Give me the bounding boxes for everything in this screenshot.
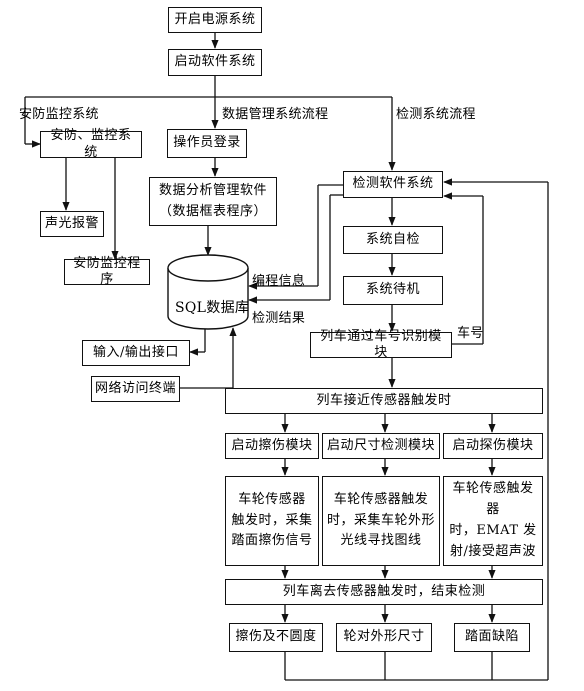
security-monitor-box: 安防、监控系统: [40, 128, 142, 160]
approach-trigger-box: 列车接近传感器触发时: [225, 388, 543, 414]
power-on-box: 开启电源系统: [168, 7, 262, 33]
self-check-box: 系统自检: [343, 226, 443, 254]
security-program-box: 安防监控程序: [64, 256, 150, 287]
io-interface-box: 输入/输出接口: [82, 340, 190, 366]
flaw-collect-box: 车轮传感触发器 时，EMAT 发 射/接受超声波: [443, 476, 543, 566]
program-info-label: 编程信息: [252, 274, 306, 289]
database-label: SQL数据库: [175, 300, 250, 316]
standby-box: 系统待机: [343, 276, 443, 305]
out-scratch-box: 擦伤及不圆度: [229, 623, 323, 652]
network-terminal-box: 网络访问终端: [91, 376, 180, 402]
sound-light-alarm-box: 声光报警: [40, 211, 104, 237]
leave-trigger-box: 列车离去传感器触发时，结束检测: [225, 579, 543, 605]
start-flaw-box: 启动探伤模块: [443, 433, 543, 459]
detect-software-box: 检测软件系统: [343, 171, 443, 198]
detect-result-label: 检测结果: [252, 311, 306, 326]
database-cylinder: [167, 254, 249, 330]
start-scratch-box: 启动擦伤模块: [225, 433, 319, 459]
detect-branch-label: 检测系统流程: [396, 107, 476, 122]
data-analysis-box: 数据分析管理软件 （数据框表程序）: [149, 177, 277, 226]
operator-login-box: 操作员登录: [167, 129, 247, 158]
security-branch-label: 安防监控系统: [19, 107, 99, 122]
out-size-box: 轮对外形尺寸: [336, 623, 432, 652]
car-id-module-box: 列车通过车号识别模块: [310, 329, 452, 360]
scratch-collect-box: 车轮传感器 触发时，采集 踏面擦伤信号: [225, 476, 319, 566]
car-number-label: 车号: [457, 326, 484, 341]
start-software-box: 启动软件系统: [168, 49, 262, 76]
out-tread-box: 踏面缺陷: [454, 623, 530, 652]
size-collect-box: 车轮传感器触发 时，采集车轮外形 光线寻找图线: [322, 476, 440, 566]
data-branch-label: 数据管理系统流程: [222, 107, 329, 122]
start-size-box: 启动尺寸检测模块: [322, 433, 440, 459]
